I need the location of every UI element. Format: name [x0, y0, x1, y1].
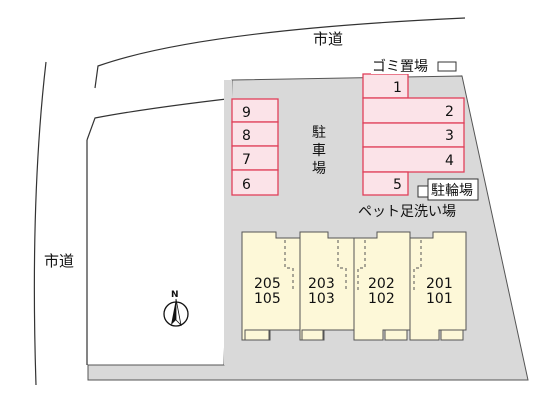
parking-space-7 — [231, 145, 279, 171]
unit-103-label: 103 — [308, 291, 335, 307]
parking-label-4: 4 — [445, 153, 454, 169]
unit-203-label: 203 — [308, 276, 335, 292]
garbage-box — [437, 61, 457, 72]
bicycle-parking: 駐輪場 — [417, 178, 479, 201]
unit-dashed-lines — [284, 240, 422, 292]
parking-space-2 — [362, 97, 465, 124]
unit-labels: 205 105 203 103 202 102 201 101 — [254, 276, 453, 307]
apartment-building — [241, 231, 467, 341]
compass-needle — [171, 299, 176, 325]
bicycle-label-box — [427, 178, 479, 201]
left-road-edge — [33, 61, 47, 386]
parking-label-5: 5 — [393, 177, 402, 193]
step-3 — [384, 329, 408, 341]
unit-105-label: 105 — [254, 291, 281, 307]
unit-205-label: 205 — [254, 276, 281, 292]
north-compass: N — [163, 290, 189, 327]
pet-wash-label: ペット足洗い場 — [358, 204, 456, 220]
garbage-area-background — [371, 56, 437, 74]
garbage-area: ゴミ置場 — [371, 56, 457, 75]
parking-label-2: 2 — [445, 104, 454, 120]
bicycle-label: 駐輪場 — [431, 182, 473, 199]
parking-label-6: 6 — [242, 177, 251, 193]
left-road-label: 市道 — [44, 252, 74, 270]
step-4 — [440, 329, 464, 341]
step-1 — [244, 329, 270, 341]
step-2 — [301, 329, 324, 341]
parking-space-6 — [231, 169, 279, 196]
parking-space-5 — [362, 171, 409, 196]
parking-label-1: 1 — [393, 80, 402, 96]
compass-n-label: N — [171, 290, 179, 300]
unit-101-label: 101 — [426, 291, 453, 307]
parking-area-label: 駐 車 場 — [312, 125, 326, 177]
parking-char-2: 車 — [312, 142, 326, 159]
compass-needle-right — [175, 298, 182, 327]
parking-right-group: 1 2 3 4 5 — [362, 73, 465, 196]
top-road-label: 市道 — [313, 30, 343, 48]
parking-space-4 — [362, 146, 465, 173]
parking-space-8 — [231, 121, 279, 147]
bicycle-stand — [417, 185, 429, 198]
parking-space-9 — [231, 98, 279, 123]
parking-label-9: 9 — [242, 105, 251, 121]
garbage-label: ゴミ置場 — [372, 58, 428, 75]
parking-left-group: 9 8 7 6 — [231, 98, 279, 196]
unit-102-label: 102 — [368, 291, 395, 307]
top-road-edge-upper — [94, 17, 466, 89]
parking-label-3: 3 — [445, 128, 454, 144]
parking-label-8: 8 — [242, 128, 251, 144]
parking-char-3: 場 — [312, 161, 326, 177]
unit-202-label: 202 — [368, 276, 395, 292]
unit-201-label: 201 — [426, 276, 453, 292]
parking-space-3 — [362, 122, 465, 148]
parking-char-1: 駐 — [312, 125, 326, 141]
parking-label-7: 7 — [242, 152, 251, 168]
site-lower-strip — [88, 80, 232, 365]
unit-201-101 — [409, 231, 467, 341]
